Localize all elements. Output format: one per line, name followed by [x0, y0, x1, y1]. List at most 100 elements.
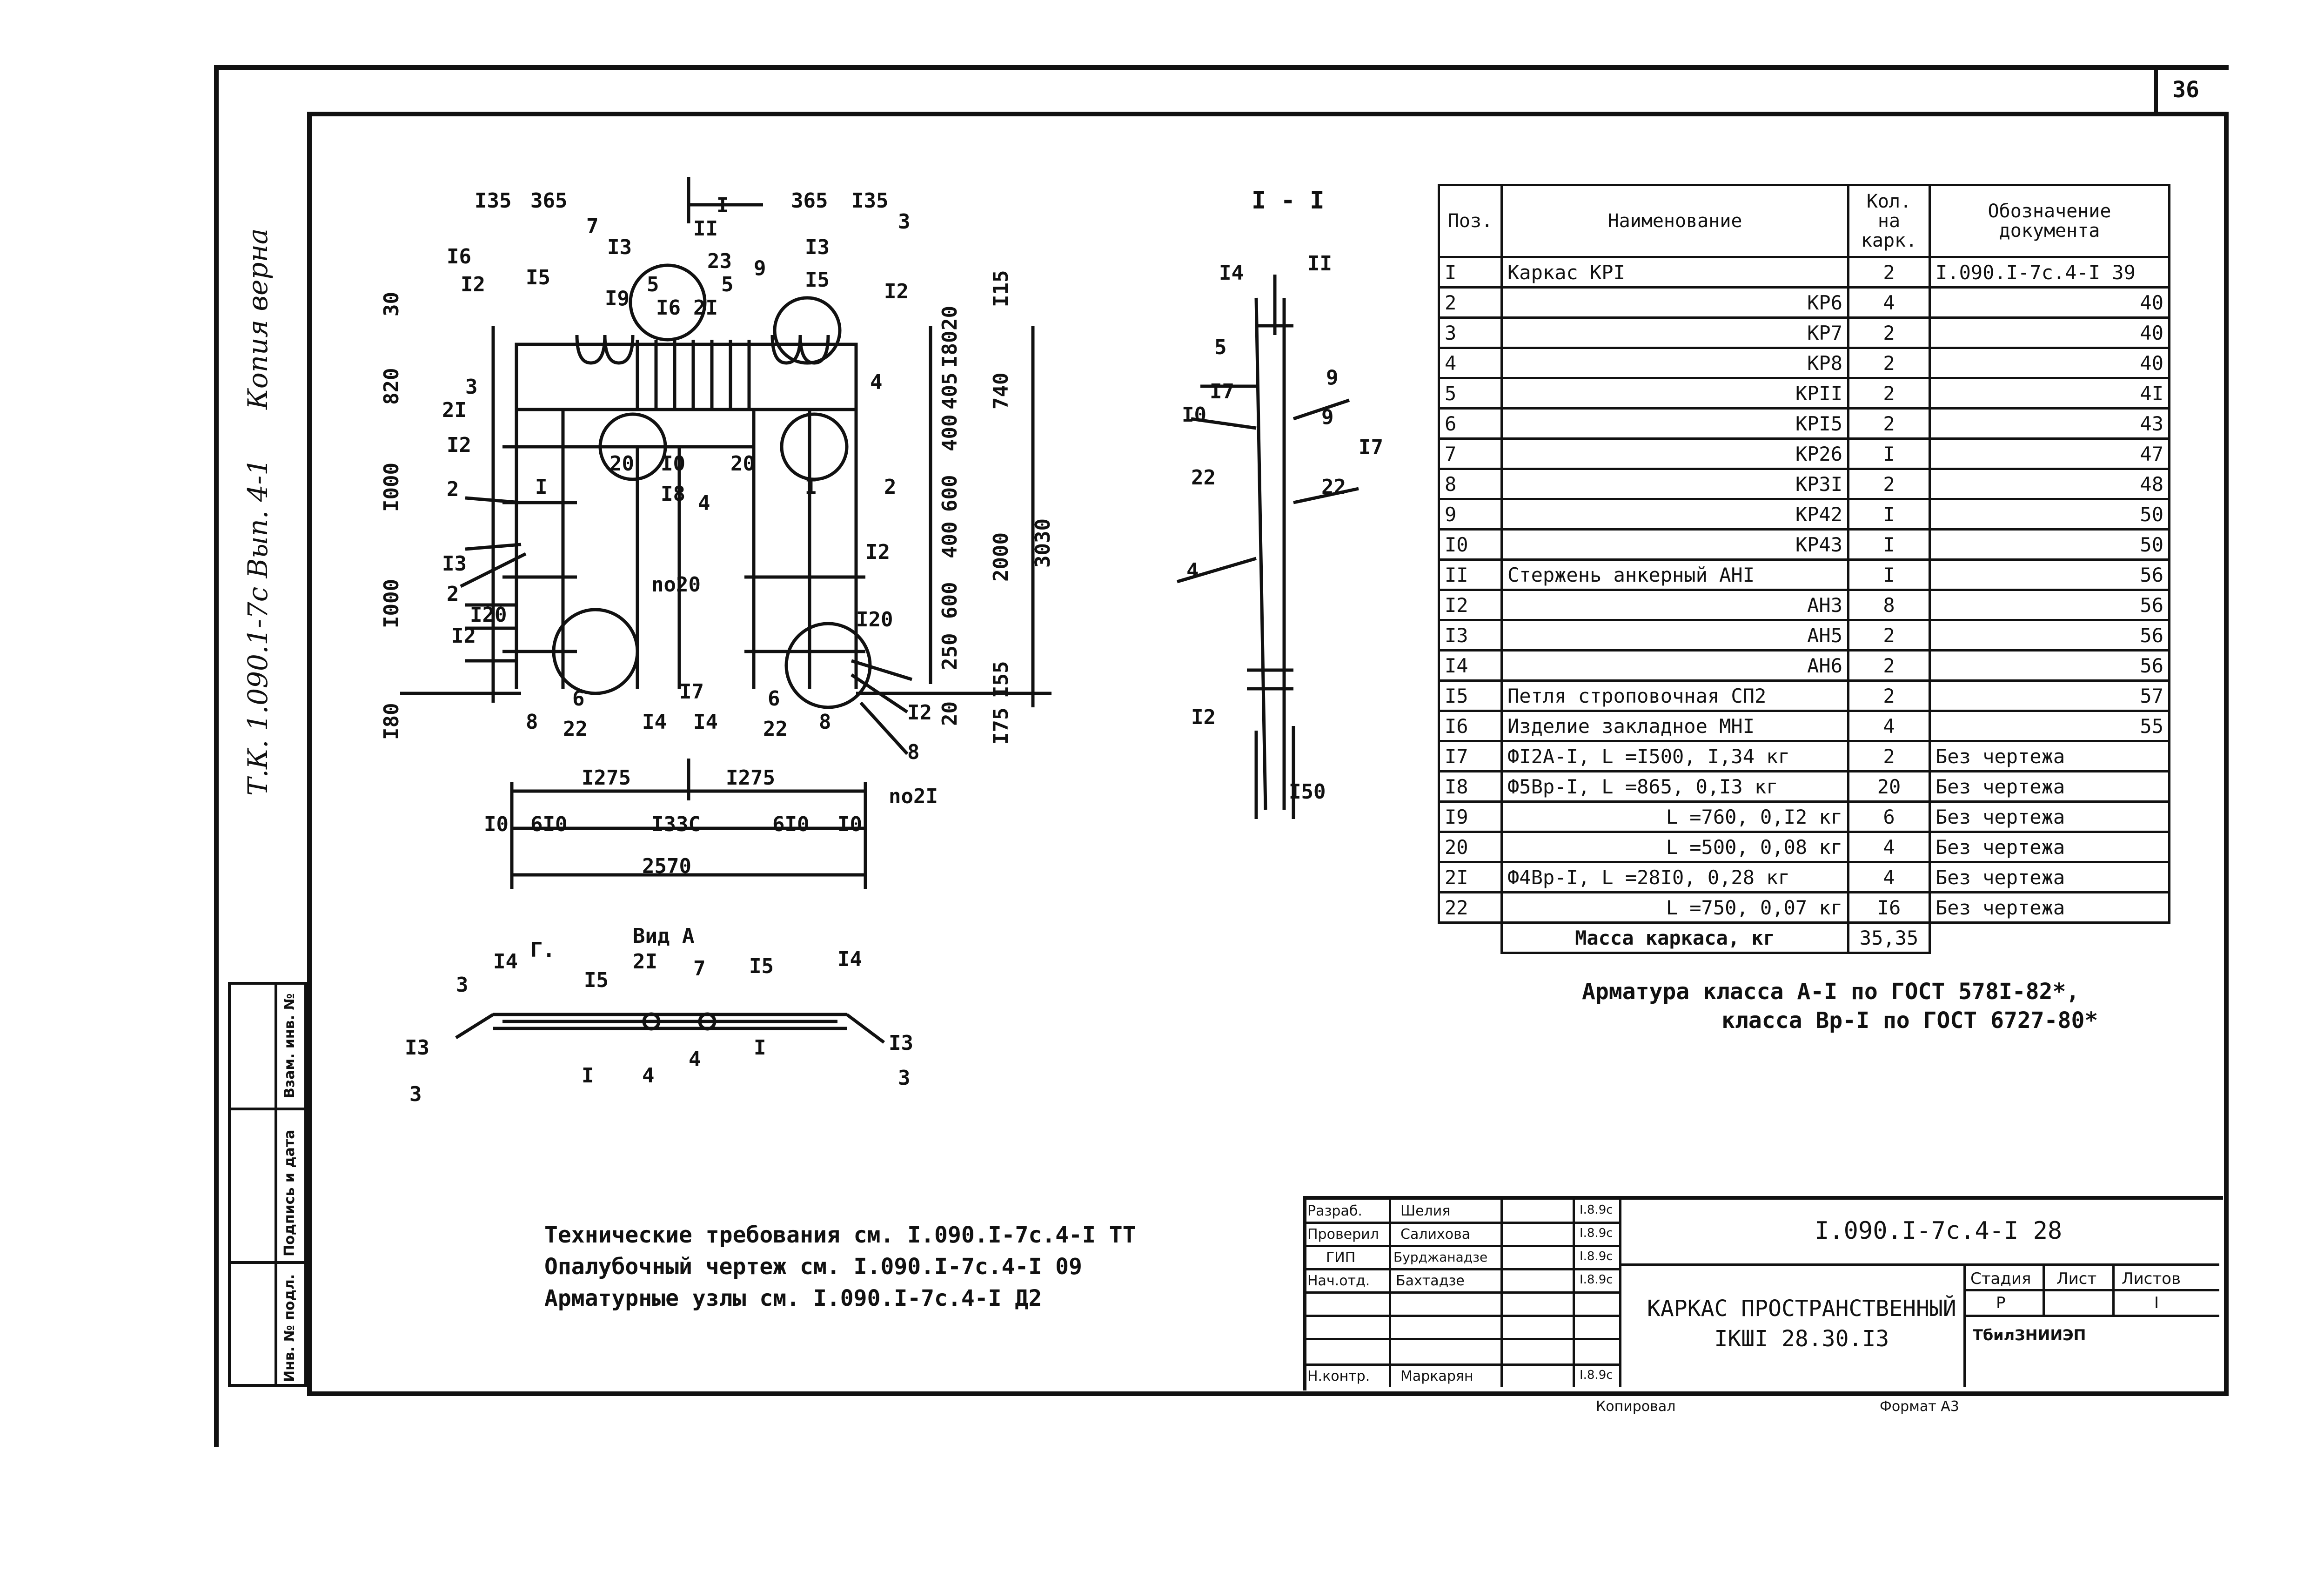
row-pos: I9: [1438, 800, 1503, 833]
callout: 22: [763, 717, 788, 741]
tb-name: Шелия: [1400, 1203, 1451, 1219]
row-name: КР3I: [1500, 468, 1849, 500]
row-qty: 2: [1847, 649, 1931, 682]
tb-date: I.8.9с: [1580, 1226, 1613, 1240]
tb-sheets-label: Листов: [2122, 1269, 2181, 1288]
dim-label: 6I0: [772, 813, 810, 836]
row-pos: 8: [1438, 468, 1503, 500]
drawing-title-line: IКШI 28.30.I3: [1714, 1325, 1889, 1352]
left-stamp-strip: Инв. № подл. Подпись и дата Взам. инв. №: [228, 982, 310, 1387]
row-pos: 6: [1438, 407, 1503, 440]
row-pos: I3: [1438, 619, 1503, 651]
dim-label: I275: [582, 766, 631, 790]
callout: 8: [526, 710, 538, 734]
row-qty: 2: [1847, 468, 1931, 500]
row-pos: I4: [1438, 649, 1503, 682]
row-name: Петля строповочная СП2: [1500, 679, 1849, 712]
view-a-callout: I4: [493, 950, 518, 974]
row-qty: 20: [1847, 770, 1931, 803]
row-name: Ф5Вр-I, L =865, 0,I3 кг: [1500, 770, 1849, 803]
callout: I5: [805, 268, 830, 292]
dim-label: I55: [989, 661, 1013, 698]
row-qty: I: [1847, 558, 1931, 591]
row-qty: 6: [1847, 800, 1931, 833]
callout: I3: [442, 552, 467, 576]
callout: 2: [447, 582, 459, 606]
row-name: КР6: [1500, 286, 1849, 319]
callout: 2I: [693, 296, 718, 320]
row-doc: 43: [1929, 407, 2170, 440]
view-a-callout: I: [582, 1064, 594, 1088]
dim-label: I275: [726, 766, 775, 790]
dim-label: 600: [938, 582, 962, 619]
tb-date: I.8.9с: [1580, 1249, 1613, 1263]
section-callout: I4: [1219, 261, 1244, 285]
row-doc: 47: [1929, 437, 2170, 470]
callout: I9: [605, 287, 630, 310]
callout: I0: [661, 452, 685, 476]
dim-label: I000: [380, 463, 403, 512]
view-a-callout: 3: [409, 1082, 422, 1106]
row-qty: 4: [1847, 286, 1931, 319]
page-number: 36: [2154, 68, 2214, 115]
row-pos: I0: [1438, 528, 1503, 561]
dim-label: 20: [938, 306, 962, 330]
callout: I2: [461, 273, 485, 296]
row-doc: Без чертежа: [1929, 800, 2170, 833]
row-qty: 2: [1847, 679, 1931, 712]
copied-by-label: Копировал: [1596, 1398, 1676, 1415]
col-header-name: Наименование: [1500, 184, 1849, 258]
row-doc: 50: [1929, 528, 2170, 561]
general-notes: Технические требования см. I.090.I-7с.4-…: [544, 1219, 1136, 1314]
view-a-callout: 4: [642, 1064, 655, 1088]
col-header-qty: Кол. на карк.: [1847, 184, 1931, 258]
row-qty: 8: [1847, 589, 1931, 621]
callout: no2I: [889, 785, 938, 808]
row-qty: I: [1847, 528, 1931, 561]
tb-stage-label: Стадия: [1970, 1269, 2031, 1288]
dim-label: I0: [484, 813, 509, 836]
table-header-row: Поз. Наименование Кол. на карк. Обозначе…: [1438, 184, 2170, 258]
row-pos: 7: [1438, 437, 1503, 470]
callout: I: [805, 475, 817, 499]
specification-table: Поз. Наименование Кол. на карк. Обозначе…: [1438, 184, 2170, 954]
dim-label: 365: [791, 189, 828, 213]
row-doc: 40: [1929, 347, 2170, 379]
section-callout: I7: [1359, 436, 1383, 459]
callout: I4: [693, 710, 718, 734]
section-title: I - I: [1252, 187, 1325, 215]
tb-rule: [1303, 1315, 1619, 1317]
tb-name: Маркарян: [1400, 1368, 1473, 1384]
row-doc: Без чертежа: [1929, 740, 2170, 772]
view-a-callout: I4: [837, 947, 862, 971]
tb-date: I.8.9с: [1580, 1368, 1613, 1382]
dim-label: I75: [989, 707, 1013, 745]
mass-spacer: [1930, 923, 2170, 953]
callout: 3: [465, 375, 478, 399]
dim-label: I35: [851, 189, 889, 213]
row-pos: 3: [1438, 316, 1503, 349]
row-doc: 40: [1929, 286, 2170, 319]
tb-date: I.8.9с: [1580, 1273, 1613, 1287]
view-a-callout: I3: [889, 1031, 913, 1055]
row-name: L =750, 0,07 кг: [1500, 891, 1849, 924]
callout: 4: [698, 491, 710, 515]
row-pos: 22: [1438, 891, 1503, 924]
row-name: КР8: [1500, 347, 1849, 379]
tb-stage-value: Р: [1996, 1294, 2006, 1312]
col-header-pos: Поз.: [1438, 184, 1503, 258]
dim-label: I000: [380, 579, 403, 628]
tb-rule: [1303, 1338, 1619, 1340]
callout: 8: [907, 740, 920, 764]
dim-total: 2570: [642, 854, 691, 878]
row-qty: 2: [1847, 377, 1931, 410]
row-name: КР7: [1500, 316, 1849, 349]
row-pos: 2: [1438, 286, 1503, 319]
